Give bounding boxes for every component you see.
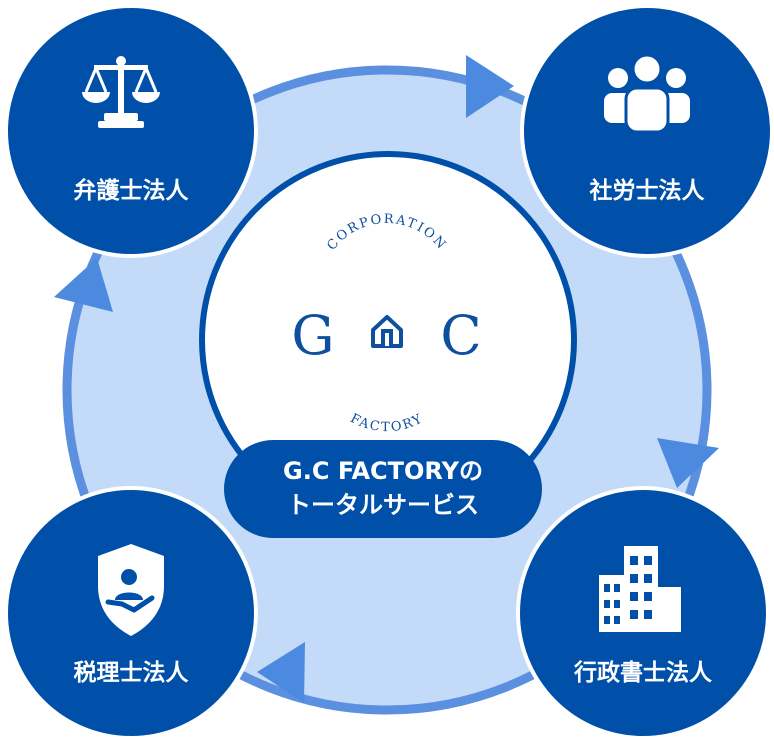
- service-node-admin: 行政書士法人: [516, 486, 770, 740]
- logo-letter-g: G: [291, 304, 334, 367]
- people-icon: [604, 53, 690, 134]
- arrow-left: [54, 258, 113, 312]
- service-node-labor: 社労士法人: [520, 4, 774, 258]
- tagline-badge: [224, 440, 542, 538]
- tagline-line-2: トータルサービス: [287, 491, 479, 519]
- buildings-icon: [599, 546, 681, 632]
- arrow-bottom: [257, 642, 305, 703]
- scales-icon: [82, 56, 160, 128]
- house-icon: [371, 315, 403, 348]
- shield-person-icon: [98, 544, 164, 636]
- service-node-tax: 税理士法人: [4, 486, 258, 740]
- service-label-labor: 社労士法人: [590, 177, 706, 204]
- logo-letter-c: C: [440, 304, 481, 367]
- service-label-admin: 行政書士法人: [573, 659, 713, 686]
- arrow-right: [657, 438, 719, 488]
- arrow-top: [466, 55, 514, 118]
- tagline-line-1: G.C FACTORYの: [283, 457, 483, 485]
- service-label-tax: 税理士法人: [74, 659, 190, 686]
- service-node-law: 弁護士法人: [4, 4, 258, 258]
- service-label-law: 弁護士法人: [74, 177, 190, 204]
